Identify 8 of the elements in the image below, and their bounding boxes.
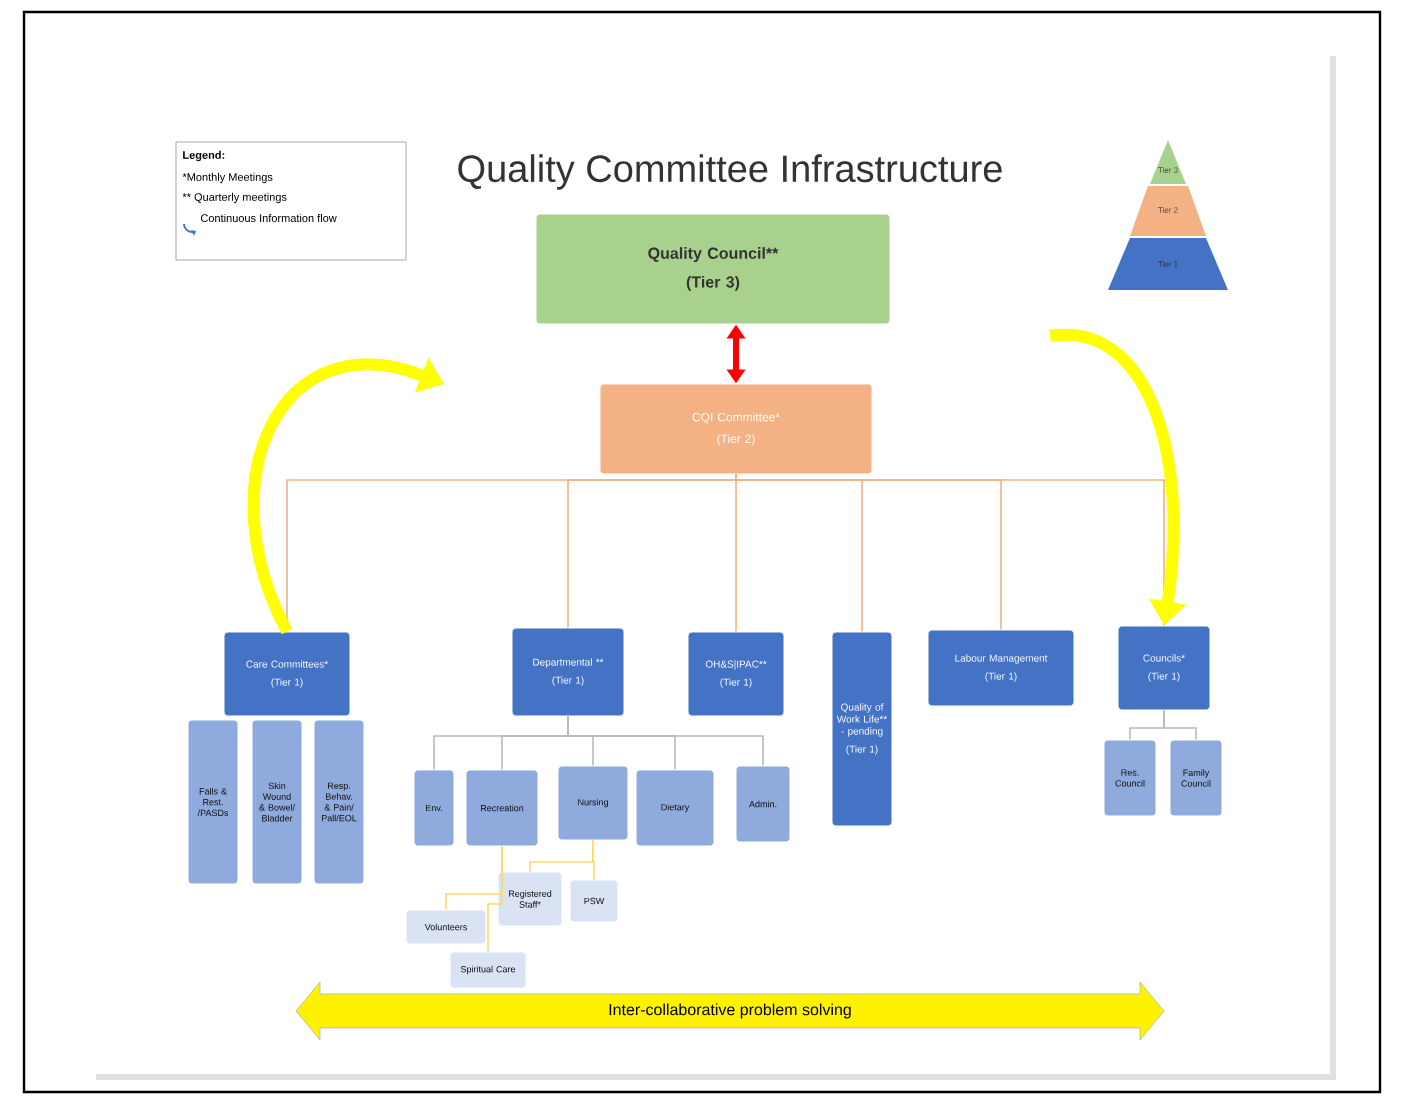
connector-line [735, 473, 1165, 627]
connector-line [567, 715, 764, 767]
connector-line [592, 839, 595, 881]
connector-line [1163, 709, 1197, 741]
connector-line [567, 473, 737, 629]
title: Quality Committee Infrastructure [458, 154, 1002, 190]
process-box: Quality Council** (Tier 3) [535, 213, 891, 325]
connector-line [487, 845, 503, 953]
